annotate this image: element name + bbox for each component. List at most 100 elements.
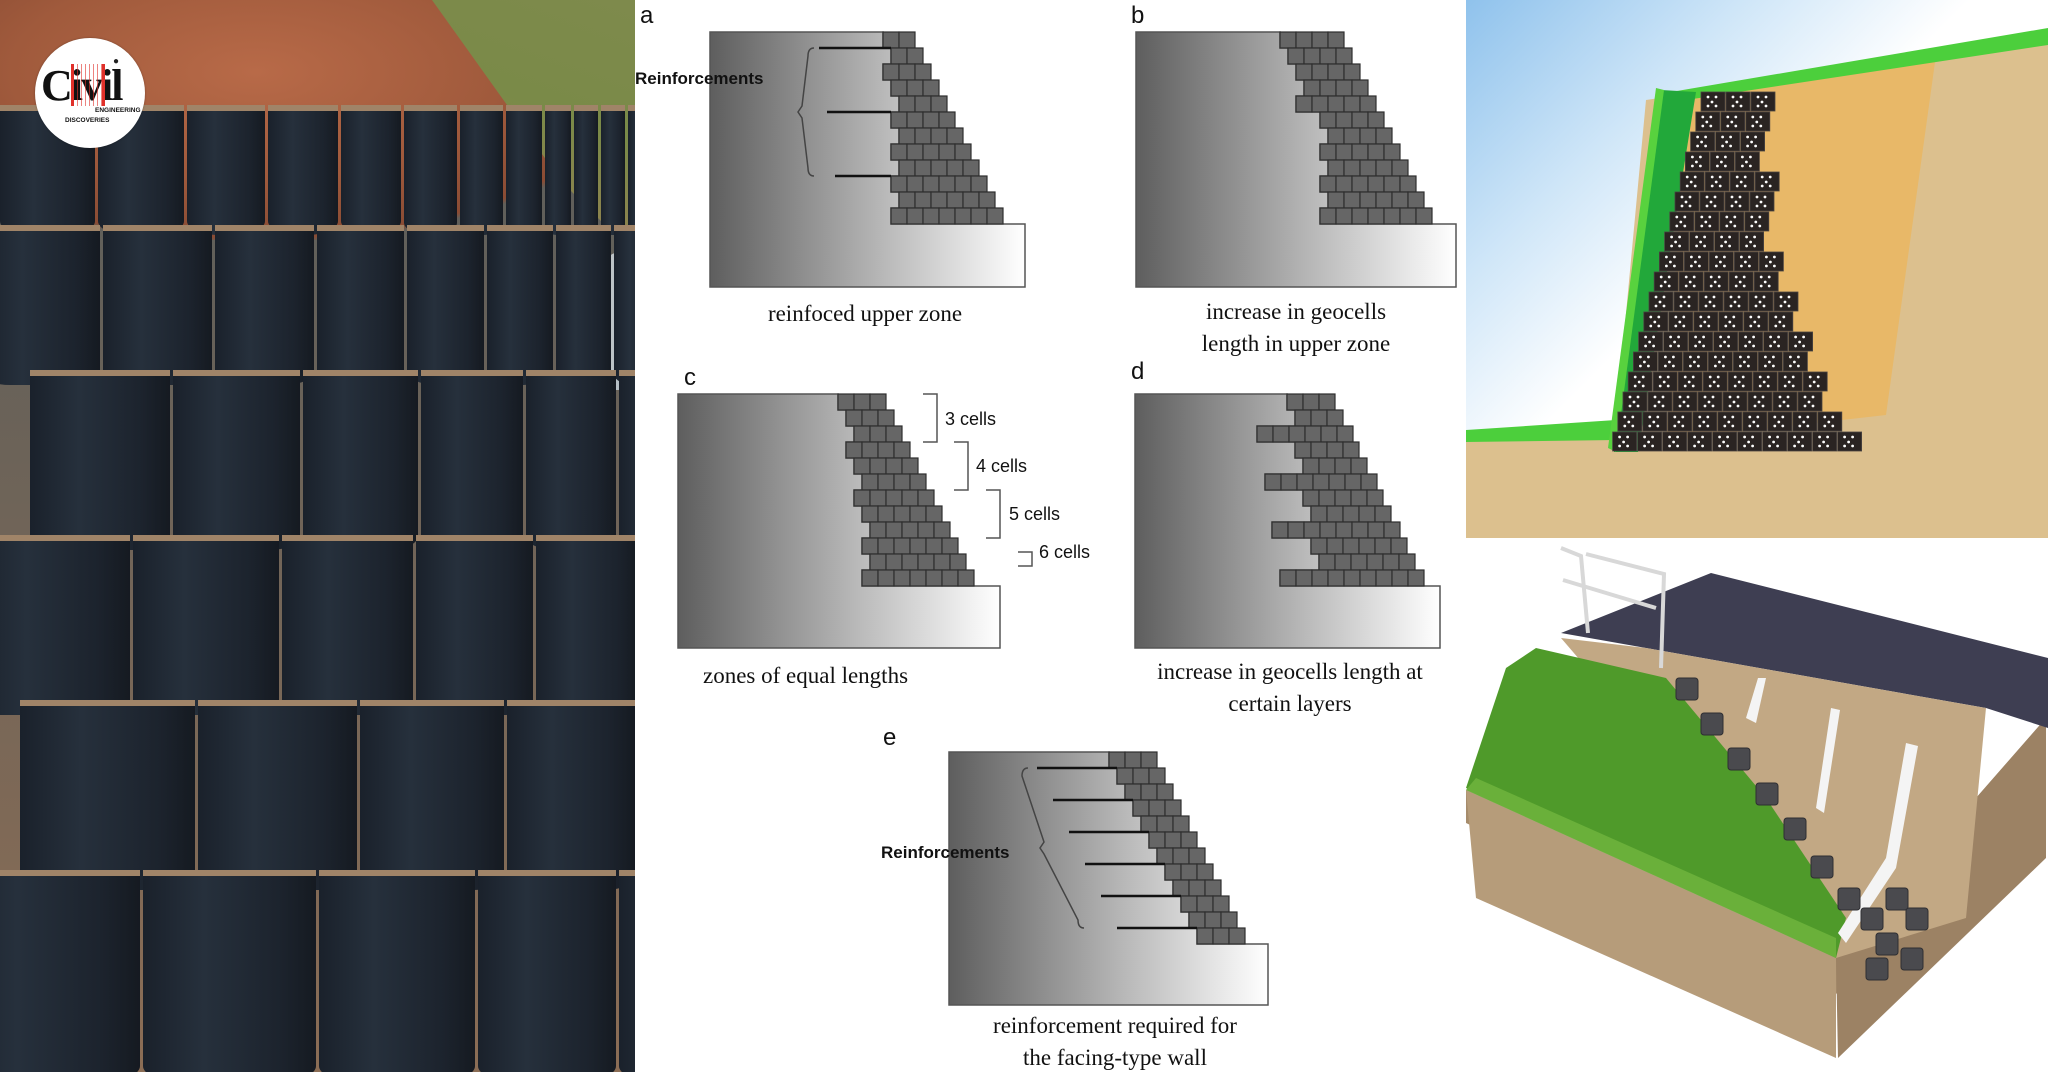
bridge-icon <box>71 64 105 106</box>
geocell <box>173 370 301 550</box>
geocell <box>938 207 956 225</box>
geocell <box>986 207 1004 225</box>
geocell <box>1375 127 1393 145</box>
geocell <box>1375 191 1393 209</box>
geocell-row <box>0 535 635 715</box>
geocell <box>978 191 996 209</box>
geocell <box>1140 815 1158 833</box>
geocell <box>1319 111 1337 129</box>
caption-line: certain layers <box>1228 691 1352 716</box>
geocell <box>1172 815 1190 833</box>
geocell <box>1359 159 1377 177</box>
geocell <box>1116 767 1134 785</box>
geocell <box>1148 831 1166 849</box>
geocell <box>861 441 879 459</box>
geocell <box>922 79 940 97</box>
geocell <box>861 409 879 427</box>
geocell <box>1295 31 1313 49</box>
geocell <box>853 457 871 475</box>
geocell <box>1204 911 1222 929</box>
geocell <box>853 489 871 507</box>
geocell <box>877 473 895 491</box>
geocell <box>1358 505 1376 523</box>
brace-icon <box>1021 767 1085 929</box>
geocell <box>1351 521 1369 539</box>
geocell <box>890 207 908 225</box>
geocell <box>1343 127 1361 145</box>
geocell <box>954 207 972 225</box>
geocell-row <box>30 370 635 550</box>
geocell <box>544 105 572 235</box>
geocell <box>1303 79 1321 97</box>
geocell <box>917 553 935 571</box>
panel-c-label: c <box>684 364 696 391</box>
geocell <box>962 191 980 209</box>
panel-e-graphic <box>948 751 1269 1006</box>
geocell <box>906 143 924 161</box>
geocell <box>1359 191 1377 209</box>
geocell <box>1342 505 1360 523</box>
panel-e-caption: reinforcement required for the facing-ty… <box>950 1010 1280 1074</box>
geocell <box>1132 767 1150 785</box>
caption-line: increase in geocells <box>1205 299 1387 324</box>
geocell <box>1359 569 1377 587</box>
panel-e-label: e <box>883 724 897 751</box>
geocell <box>506 105 542 235</box>
geocell <box>1350 553 1368 571</box>
geocell <box>922 175 940 193</box>
geocell <box>415 535 533 715</box>
geocell <box>1212 895 1230 913</box>
geocell <box>1383 175 1401 193</box>
geocell <box>0 535 130 715</box>
geocell <box>1188 911 1206 929</box>
geocell <box>1320 425 1338 443</box>
geocell <box>1783 817 1807 841</box>
geocell <box>885 489 903 507</box>
geocell <box>957 569 975 587</box>
geocell <box>970 175 988 193</box>
logo-line2: DISCOVERIES <box>65 117 110 124</box>
geocell <box>1358 537 1376 555</box>
geocell <box>1271 521 1289 539</box>
caption-line: reinfoced upper zone <box>767 301 963 326</box>
geocell <box>486 225 553 385</box>
grass-top <box>1671 28 2048 100</box>
geocell <box>1310 537 1328 555</box>
geocell <box>898 63 916 81</box>
geocell <box>946 159 964 177</box>
geocell <box>930 159 948 177</box>
geocell <box>909 537 927 555</box>
geocell <box>906 111 924 129</box>
drain-strip-1 <box>1746 678 1766 723</box>
geocell <box>1343 191 1361 209</box>
geocell <box>1318 489 1336 507</box>
geocell <box>1148 799 1166 817</box>
panel-c-graphic <box>677 393 1033 649</box>
geocell <box>1228 927 1246 945</box>
geocell <box>421 370 524 550</box>
geocell <box>20 700 195 890</box>
geocell <box>1108 751 1126 769</box>
geocell <box>922 143 940 161</box>
geocell <box>316 225 405 385</box>
geocell <box>1303 47 1321 65</box>
geocell <box>1382 553 1400 571</box>
geocell <box>1304 425 1322 443</box>
geocell <box>1399 207 1417 225</box>
geocell <box>861 569 879 587</box>
geocell <box>1335 111 1353 129</box>
geocell <box>946 127 964 145</box>
geocell <box>1328 473 1346 491</box>
geocell <box>1359 95 1377 113</box>
geocell <box>898 159 916 177</box>
geocell <box>1286 393 1304 411</box>
geocell <box>869 553 887 571</box>
zone-3-cells-label: 3 cells <box>945 409 997 429</box>
brace-icon <box>797 47 815 177</box>
geocell <box>917 489 935 507</box>
geocell <box>901 553 919 571</box>
geocell <box>1318 393 1336 411</box>
geocell <box>627 105 635 235</box>
geocell <box>885 425 903 443</box>
geocell <box>526 370 616 550</box>
